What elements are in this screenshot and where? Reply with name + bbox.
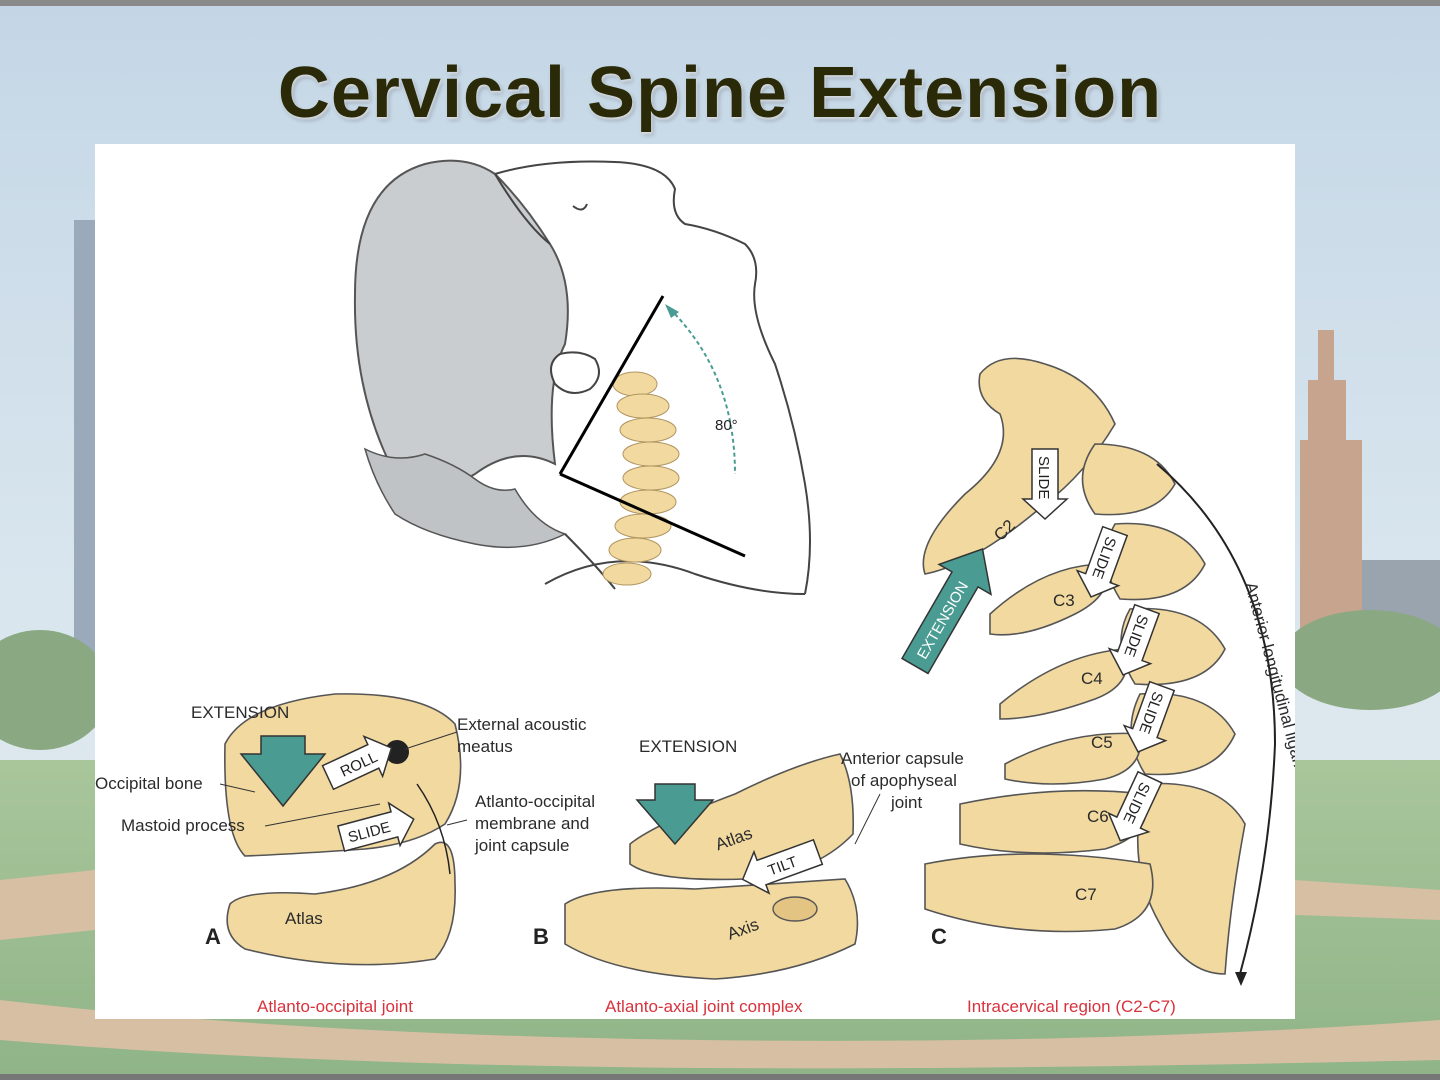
vertebra-label-c7: C7 <box>1075 885 1097 904</box>
c4-process <box>999 648 1128 720</box>
acoustic-meatus-label-2: meatus <box>457 737 513 756</box>
atlas-label-a: Atlas <box>285 909 323 928</box>
extension-label-b: EXTENSION <box>639 737 737 756</box>
vertebra-label-c6: C6 <box>1087 807 1109 826</box>
panel-b: TILT EXTENSION Anterior capsule of apoph… <box>533 737 964 1016</box>
caption-b: Atlanto-axial joint complex <box>605 997 803 1016</box>
membrane-label-3: joint capsule <box>474 836 570 855</box>
panel-letter-a: A <box>205 924 221 949</box>
panel-letter-c: C <box>931 924 947 949</box>
vertebra-label-c4: C4 <box>1081 669 1103 688</box>
figure-panel: 80° ROLL SLIDE EXTENSION Occipital bone … <box>95 144 1295 1019</box>
capsule-label-3: joint <box>890 793 922 812</box>
extension-label-a: EXTENSION <box>191 703 289 722</box>
panel-letter-b: B <box>533 924 549 949</box>
extension-arrow-b <box>635 783 715 846</box>
panel-c: EXTENSION SLIDE SLIDE SLIDE SLIDE SLI <box>900 357 1295 1016</box>
mastoid-process-label: Mastoid process <box>121 816 245 835</box>
ligament-label: Anterior longitudinal ligament <box>1241 580 1295 797</box>
vertebra-label-c5: C5 <box>1091 733 1113 752</box>
vertebra-label-c3: C3 <box>1053 591 1075 610</box>
capsule-label-1: Anterior capsule <box>841 749 964 768</box>
c7-process <box>924 853 1154 933</box>
capsule-label-2: of apophyseal <box>851 771 957 790</box>
extension-arrow-a <box>239 735 327 808</box>
angle-label: 80° <box>715 417 738 434</box>
panel-a: ROLL SLIDE EXTENSION Occipital bone Mast… <box>95 693 595 1016</box>
slide-title: Cervical Spine Extension <box>277 53 1163 133</box>
tilt-arrow: TILT <box>741 838 824 895</box>
membrane-label-2: membrane and <box>475 814 589 833</box>
acoustic-meatus-label-1: External acoustic <box>457 715 587 734</box>
occipital-bone-label: Occipital bone <box>95 774 203 793</box>
slide-arrows-c: SLIDE SLIDE SLIDE SLIDE SLIDE <box>1021 448 1176 842</box>
extension-diagram: 80° ROLL SLIDE EXTENSION Occipital bone … <box>95 159 1295 1016</box>
caption-c: Intracervical region (C2-C7) <box>967 997 1176 1016</box>
c5-process <box>1004 732 1142 785</box>
membrane-label-1: Atlanto-occipital <box>475 792 595 811</box>
head-illustration: 80° <box>353 159 811 595</box>
svg-text:SLIDE: SLIDE <box>1035 456 1052 499</box>
caption-a: Atlanto-occipital joint <box>257 997 413 1016</box>
